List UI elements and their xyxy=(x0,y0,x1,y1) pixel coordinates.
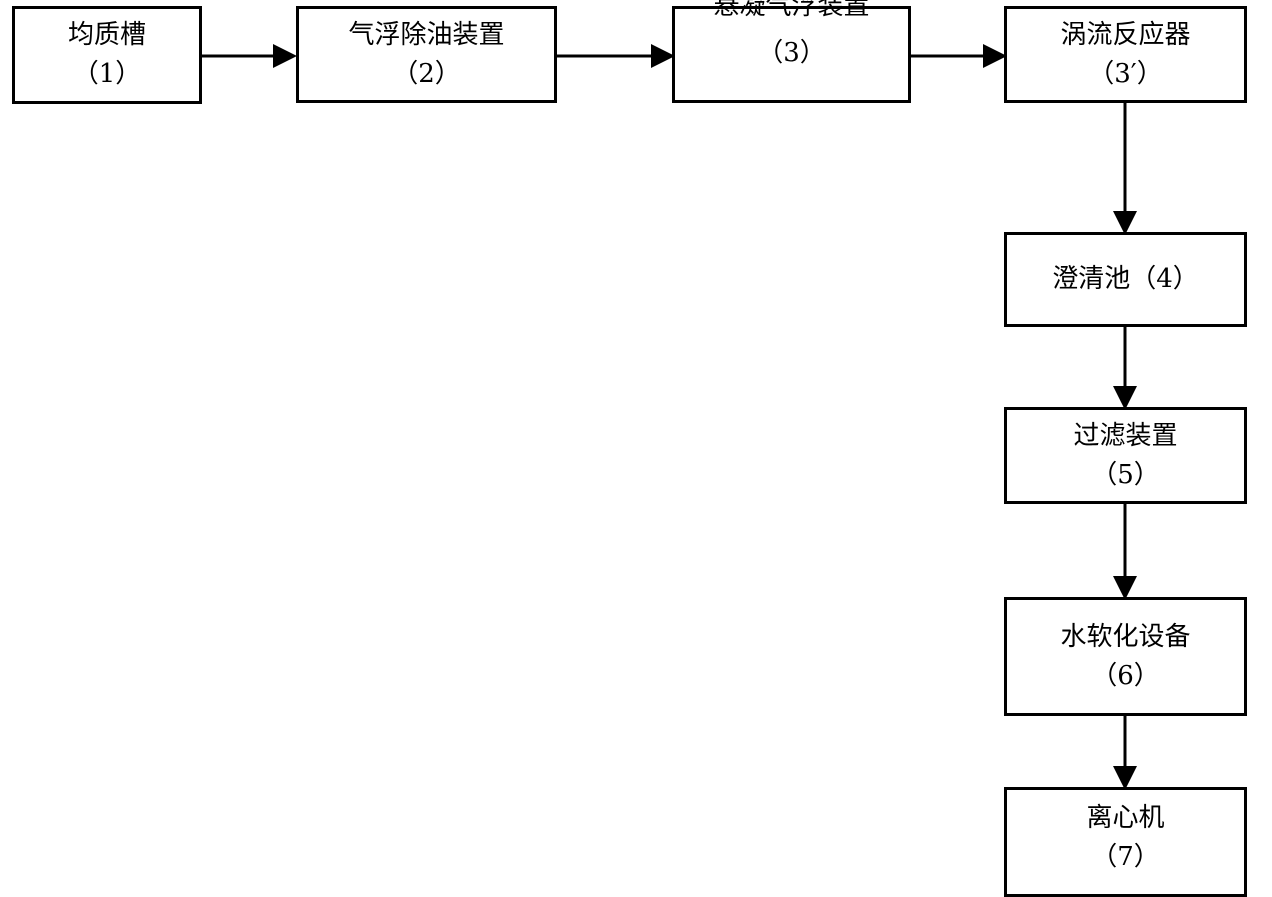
node-number: （6） xyxy=(1091,660,1160,691)
node-label: 离心机 xyxy=(1086,803,1165,833)
node-water-softener: 水软化设备 （6） xyxy=(1004,597,1247,716)
node-label: 涡流反应器 xyxy=(1060,19,1191,50)
node-centrifuge: 离心机 （7） xyxy=(1004,787,1247,897)
node-air-flotation-deoiling: 气浮除油装置 （2） xyxy=(296,6,557,103)
node-number: （7） xyxy=(1091,842,1160,872)
node-number: （3） xyxy=(757,38,826,68)
node-homogenizing-tank: 均质槽 （1） xyxy=(12,6,202,104)
node-label: 水软化设备 xyxy=(1060,621,1191,652)
node-filter: 过滤装置 （5） xyxy=(1004,407,1247,504)
node-clarifier: 澄清池（4） xyxy=(1004,232,1247,327)
node-label: 澄清池（4） xyxy=(1052,264,1199,294)
node-number: （3′） xyxy=(1088,58,1163,89)
node-label: 气浮除油装置 xyxy=(348,19,505,50)
node-label: 均质槽 xyxy=(67,20,146,50)
node-label: 悬凝气浮装置 xyxy=(713,0,870,21)
node-number: （2） xyxy=(392,58,461,89)
node-number: （5） xyxy=(1091,459,1160,490)
node-vortex-reactor: 涡流反应器 （3′） xyxy=(1004,6,1247,103)
node-label: 过滤装置 xyxy=(1073,420,1178,451)
node-number: （1） xyxy=(72,59,142,89)
node-suspension-flotation: 悬凝气浮装置 （3） xyxy=(672,0,911,103)
